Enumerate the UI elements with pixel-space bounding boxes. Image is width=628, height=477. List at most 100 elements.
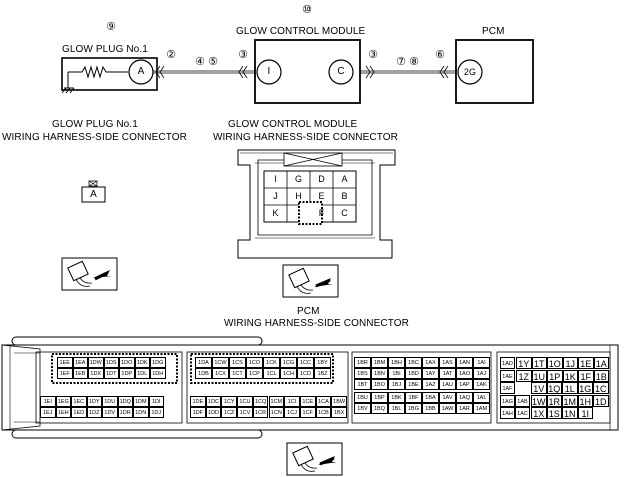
pcm-terminal-1DZ: 1DZ xyxy=(86,407,102,418)
pcm-terminal-1CQ: 1CQ xyxy=(252,396,269,407)
pcm-terminal-1EC: 1EC xyxy=(71,396,87,407)
pcm-terminal-1W: 1W xyxy=(531,394,547,407)
plug-icon-1 xyxy=(61,257,118,291)
pcm-terminal-1BX: 1BX xyxy=(331,407,347,418)
terminal-module-out: C xyxy=(337,66,345,77)
pcm-terminal-1CS: 1CS xyxy=(229,357,246,368)
module-terminal-K: K xyxy=(272,208,279,218)
pcm-terminal-1BH: 1BH xyxy=(388,357,405,368)
module-terminal-G: G xyxy=(294,174,302,184)
pcm-terminal-1I: 1I xyxy=(577,407,593,419)
pcm-terminal-1BL: 1BL xyxy=(388,403,405,414)
pcm-terminal-1Y: 1Y xyxy=(516,357,532,369)
terminal-module-in: I xyxy=(267,66,271,77)
pcm-terminal-1AE: 1AE xyxy=(500,369,515,382)
module-terminal-F: F xyxy=(318,208,325,218)
pcm-terminal-1BR: 1BR xyxy=(354,357,371,368)
callout-9: ⑨ xyxy=(106,21,116,33)
pcm-terminal-1CX: 1CX xyxy=(212,368,229,379)
pcm-terminal-1CB: 1CB xyxy=(315,407,332,418)
pcm-connector-outline xyxy=(1,336,619,439)
terminal-glow-plug: A xyxy=(137,66,145,77)
pcm-terminal-1S: 1S xyxy=(546,407,562,419)
callout-8: ⑧ xyxy=(409,56,419,68)
pcm-terminal-1CF: 1CF xyxy=(299,407,316,418)
pcm-terminal-1DA: 1DA xyxy=(195,357,212,368)
pcm-terminal-1BO: 1BO xyxy=(371,379,388,390)
pcm-terminal-1DM: 1DM xyxy=(133,396,149,407)
pcm-terminal-1AI: 1AI xyxy=(473,357,490,368)
pcm-terminal-1F: 1F xyxy=(578,369,594,382)
pcm-terminal-1P: 1P xyxy=(547,369,563,382)
pcm-terminal-1DH: 1DH xyxy=(150,368,166,379)
pcm-terminal-1BJ: 1BJ xyxy=(388,379,405,390)
module-connector-drawing xyxy=(237,149,396,259)
pcm-terminal-1CY: 1CY xyxy=(221,396,238,407)
pcm-terminal-1DF: 1DF xyxy=(190,407,206,418)
pcm-terminal-1AJ: 1AJ xyxy=(473,368,490,379)
pcm-terminal-1AB: 1AB xyxy=(515,394,530,407)
module-terminal-C: C xyxy=(341,208,348,218)
pcm-terminal-1BZ: 1BZ xyxy=(314,368,331,379)
pcm-terminal-1CL: 1CL xyxy=(263,368,280,379)
pcm-terminal-1J: 1J xyxy=(562,357,578,369)
pcm-terminal-1DL: 1DL xyxy=(134,368,150,379)
pcm-terminal-1BE: 1BE xyxy=(405,379,422,390)
pcm-terminal-1E: 1E xyxy=(578,357,594,369)
pcm-terminal-1DW: 1DW xyxy=(88,357,104,368)
pcm-terminal-1AW: 1AW xyxy=(439,403,456,414)
pcm-terminal-1AQ: 1AQ xyxy=(456,392,473,403)
pcm-terminal-1AY: 1AY xyxy=(422,368,439,379)
pcm-terminal-1CZ: 1CZ xyxy=(221,407,238,418)
pcm-terminal-1DS: 1DS xyxy=(103,357,119,368)
callout-5: ⑤ xyxy=(208,56,218,68)
pcm-caption-2: WIRING HARNESS-SIDE CONNECTOR xyxy=(224,318,409,329)
pcm-terminal-1A: 1A xyxy=(593,357,609,369)
pcm-terminal-1O: 1O xyxy=(547,357,563,369)
pcm-terminal-1V: 1V xyxy=(531,382,547,394)
pcm-terminal-1EF: 1EF xyxy=(57,368,73,379)
callout-3-right: ③ xyxy=(368,49,378,61)
pcm-terminal-1BS: 1BS xyxy=(354,368,371,379)
pcm-terminal-1BI: 1BI xyxy=(388,368,405,379)
module-caption-2: WIRING HARNESS-SIDE CONNECTOR xyxy=(213,132,398,143)
pcm-terminal-1CW: 1CW xyxy=(212,357,229,368)
glow-plug-title: GLOW PLUG No.1 xyxy=(62,44,148,55)
pcm-terminal-1DE: 1DE xyxy=(190,396,206,407)
glow-plug-caption-1: GLOW PLUG No.1 xyxy=(52,119,138,130)
pcm-terminal-1CE: 1CE xyxy=(299,396,316,407)
plug-icon-2 xyxy=(282,264,339,298)
pcm-terminal-1AV: 1AV xyxy=(439,392,456,403)
pcm-terminal-1BC: 1BC xyxy=(405,357,422,368)
pcm-terminal-1BD: 1BD xyxy=(405,368,422,379)
pcm-terminal-1DR: 1DR xyxy=(117,407,133,418)
glow-plug-caption-2: WIRING HARNESS-SIDE CONNECTOR xyxy=(2,132,187,143)
pcm-terminal-1BP: 1BP xyxy=(371,392,388,403)
pcm-terminal-1DB: 1DB xyxy=(195,368,212,379)
pcm-terminal-1DI: 1DI xyxy=(148,396,164,407)
pcm-terminal-1EE: 1EE xyxy=(57,357,73,368)
callout-6: ⑥ xyxy=(435,49,445,61)
pcm-terminal-1G: 1G xyxy=(577,382,593,394)
module-terminal-I: I xyxy=(274,174,277,184)
pcm-caption-1: PCM xyxy=(297,306,320,317)
plug-icon-3 xyxy=(286,442,343,476)
pcm-terminal-1BQ: 1BQ xyxy=(371,403,388,414)
glow-module-title: GLOW CONTROL MODULE xyxy=(236,26,366,37)
module-terminal-E: E xyxy=(318,191,325,201)
callout-2: ② xyxy=(166,49,176,61)
pcm-terminal-1CH: 1CH xyxy=(280,368,297,379)
pcm-terminal-1EA: 1EA xyxy=(72,357,88,368)
pcm-terminal-1DX: 1DX xyxy=(88,368,104,379)
pcm-terminal-1AP: 1AP xyxy=(456,379,473,390)
pcm-terminal-1DV: 1DV xyxy=(102,407,118,418)
pcm-terminal-1AX: 1AX xyxy=(422,357,439,368)
glow-plug-symbol xyxy=(61,57,158,94)
pcm-terminal-1CT: 1CT xyxy=(229,368,246,379)
module-caption-1: GLOW CONTROL MODULE xyxy=(228,119,358,130)
pcm-terminal-1DP: 1DP xyxy=(119,368,135,379)
pcm-terminal-1EJ: 1EJ xyxy=(40,407,56,418)
pcm-terminal-1CG: 1CG xyxy=(280,357,297,368)
pcm-terminal-1BT: 1BT xyxy=(354,379,371,390)
pcm-terminal-1AD: 1AD xyxy=(500,357,515,369)
